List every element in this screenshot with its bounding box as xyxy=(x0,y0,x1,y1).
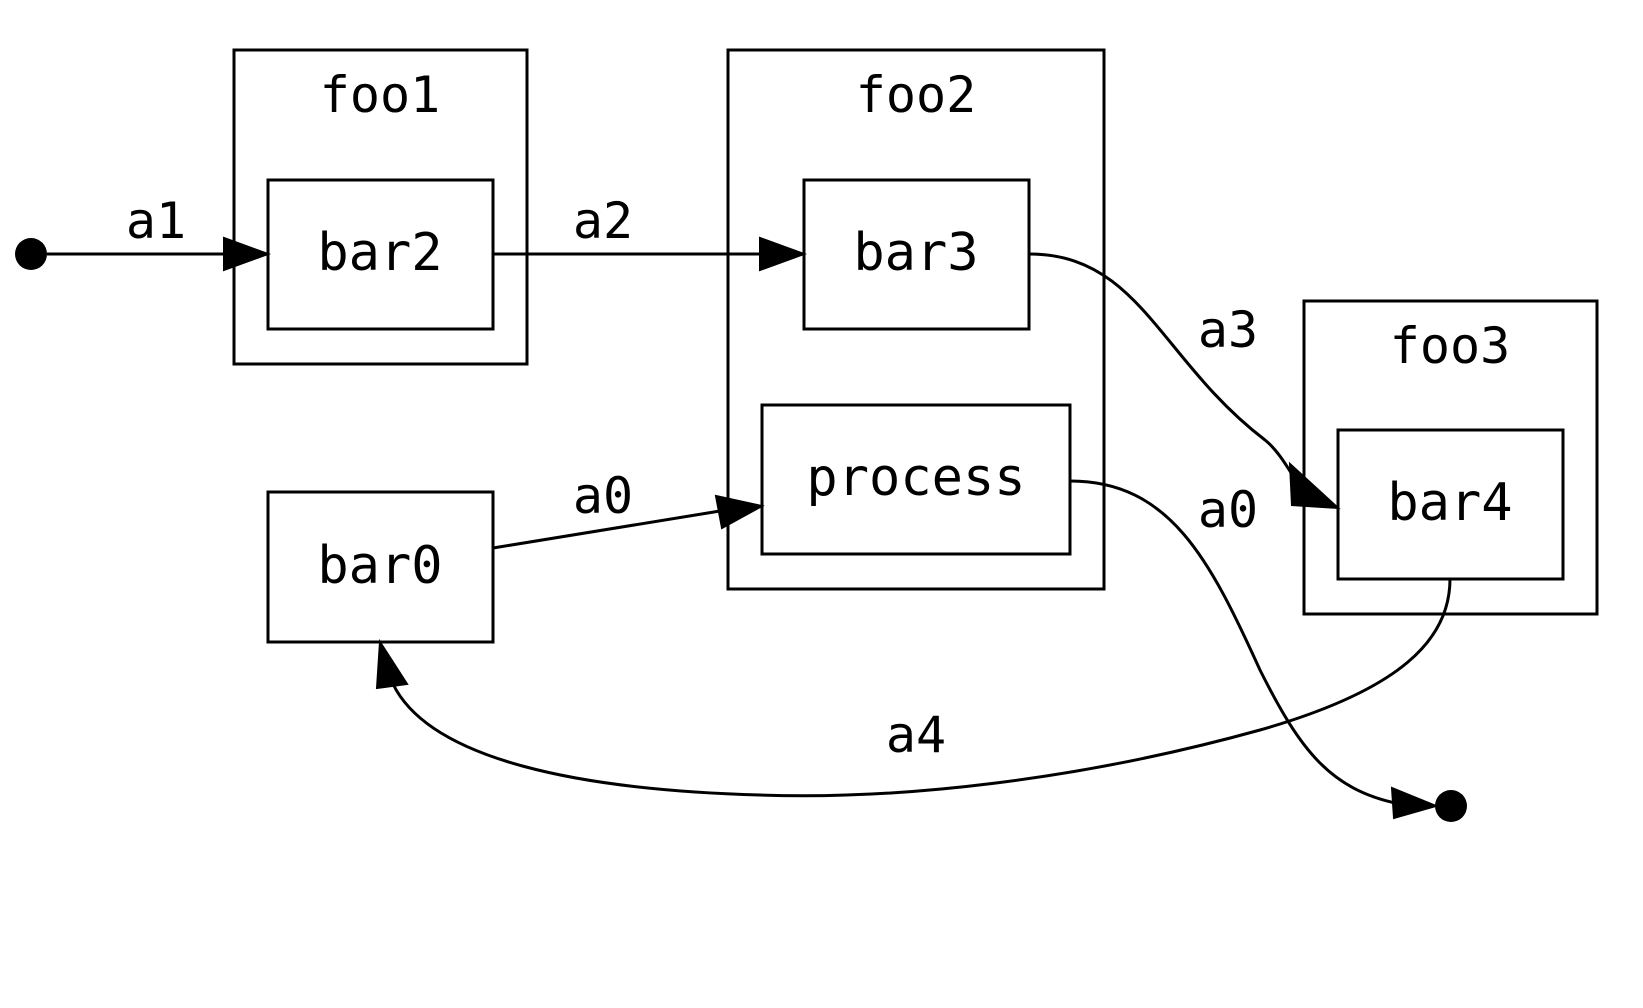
node-bar4-label: bar4 xyxy=(1387,473,1512,533)
start-point-icon[interactable] xyxy=(15,238,47,270)
cluster-foo3: foo3 xyxy=(1302,299,1599,616)
node-bar3-label: bar3 xyxy=(853,223,978,283)
node-bar2-label: bar2 xyxy=(317,223,442,283)
node-process-label: process xyxy=(806,448,1025,508)
edge-a1-label: a1 xyxy=(126,192,186,250)
edge-a0-out[interactable]: a0 xyxy=(1069,479,1440,820)
edge-a0-out-line[interactable] xyxy=(1069,479,1401,806)
edge-a4-line[interactable] xyxy=(391,578,1452,798)
edge-a0-out-arrowhead-icon xyxy=(1390,786,1440,820)
node-bar0[interactable]: bar0 xyxy=(266,490,495,644)
edge-a2[interactable]: a2 xyxy=(493,192,807,272)
cluster-foo3-frame xyxy=(1302,299,1599,616)
node-bar2[interactable]: bar2 xyxy=(266,178,495,331)
edge-a3-label: a3 xyxy=(1198,301,1258,359)
edge-a3[interactable]: a3 xyxy=(1028,252,1341,510)
end-point-icon[interactable] xyxy=(1435,790,1467,822)
cluster-foo1: foo1 xyxy=(232,48,529,366)
cluster-foo1-label: foo1 xyxy=(320,66,440,124)
edge-a0-in[interactable]: a0 xyxy=(492,467,765,550)
edge-a1[interactable]: a1 xyxy=(47,192,271,272)
cluster-foo2-label: foo2 xyxy=(856,66,976,124)
node-bar3[interactable]: bar3 xyxy=(802,178,1031,331)
node-bar0-label: bar0 xyxy=(317,536,442,596)
node-process[interactable]: process xyxy=(760,403,1072,556)
edge-a4-label: a4 xyxy=(886,706,946,764)
edge-a2-arrowhead-icon xyxy=(759,236,807,272)
cluster-foo2-frame xyxy=(726,48,1106,591)
cluster-foo1-frame xyxy=(232,48,529,366)
edge-a0-in-arrowhead-icon xyxy=(714,494,765,530)
edge-a3-line[interactable] xyxy=(1028,252,1304,491)
edge-a4-arrowhead-icon xyxy=(375,638,409,690)
cluster-foo2: foo2 xyxy=(726,48,1106,591)
edge-a0-out-label: a0 xyxy=(1198,481,1258,539)
node-bar4[interactable]: bar4 xyxy=(1336,428,1565,581)
edge-a4[interactable]: a4 xyxy=(375,578,1452,798)
edge-a1-arrowhead-icon xyxy=(223,236,271,272)
edge-a0-in-label: a0 xyxy=(573,467,633,525)
edge-a2-label: a2 xyxy=(573,192,633,250)
cluster-foo3-label: foo3 xyxy=(1390,317,1510,375)
edge-a3-arrowhead-icon xyxy=(1288,461,1341,510)
edge-a0-in-line[interactable] xyxy=(492,509,721,550)
